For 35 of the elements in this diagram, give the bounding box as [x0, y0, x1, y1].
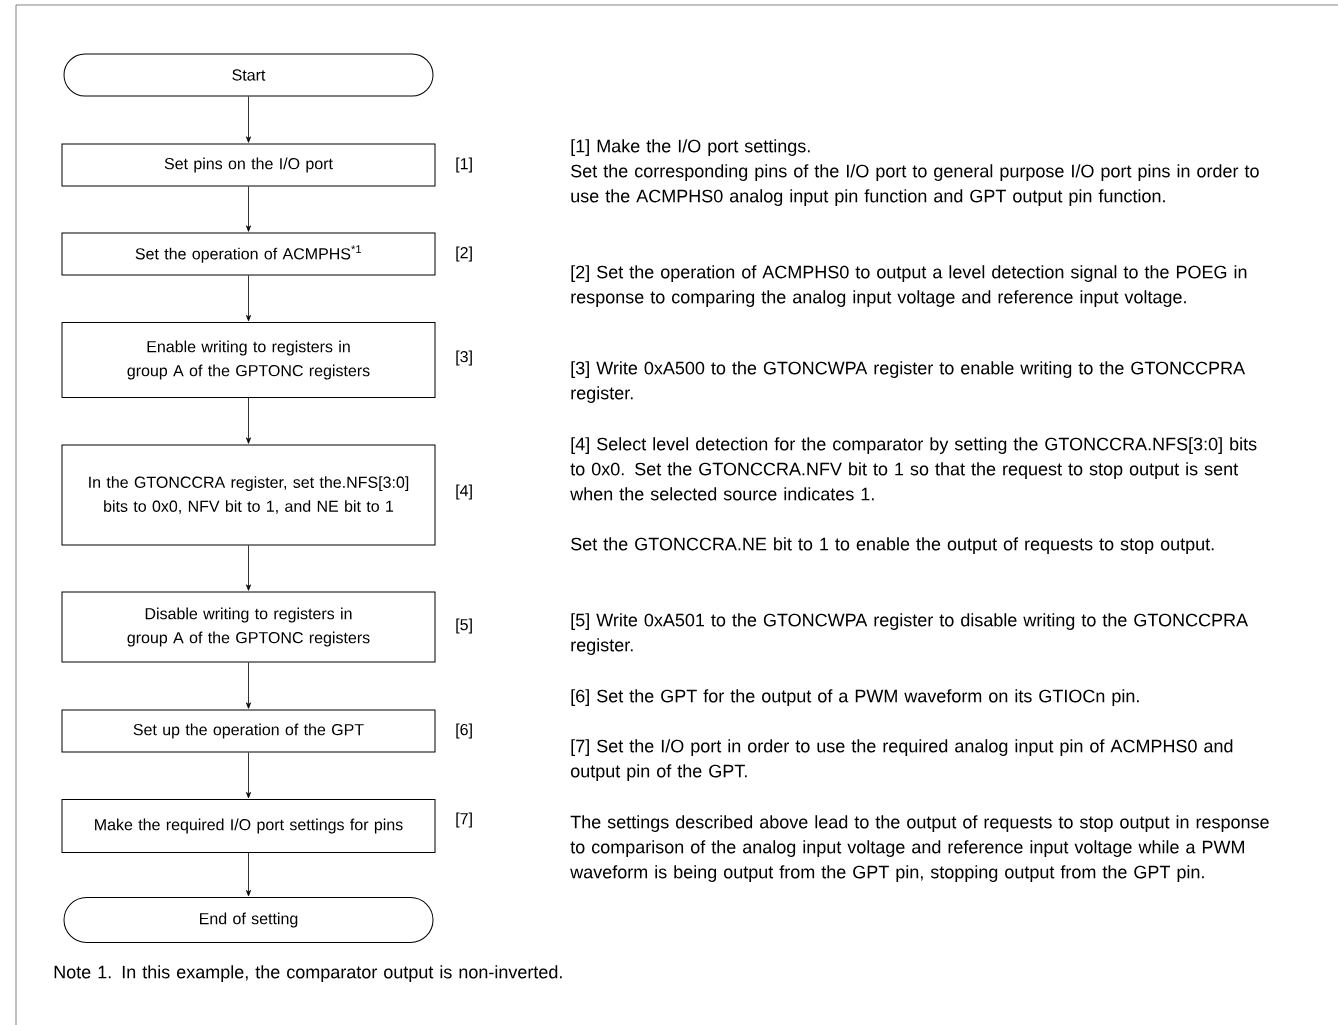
description-text: [1] Make the I/O port settings. [571, 139, 810, 156]
description-text: [3] Write 0xA500 to the GTONCWPA register to enable writing to the GTONCCPRA register. [571, 361, 1246, 403]
footnote: Note 1. In this example, the comparator output is non-inverted. [54, 965, 562, 982]
process-box: Set up the operation of the GPT [61, 709, 436, 753]
step-number: [3] [456, 350, 472, 366]
arrow [246, 545, 251, 591]
arrow [246, 186, 251, 232]
step-number: [2] [456, 246, 472, 262]
process-box: Make the required I/O port settings for pins [61, 799, 436, 853]
arrow [246, 662, 251, 709]
description-text: Set the GTONCCRA.NE bit to 1 to enable the output of requests to stop output. [571, 537, 1214, 554]
step-number: [1] [456, 157, 472, 173]
process-box: Disable writing to registers in group A of the GPTONC registers [61, 591, 436, 663]
process-box: Set pins on the I/O port [61, 143, 436, 187]
description-text: Set the corresponding pins of the I/O port to general purpose I/O port pins in order to use the ACMPHS0 analog input pin function and GPT output pin function. [571, 164, 1259, 206]
arrow [246, 275, 251, 322]
description-text: [5] Write 0xA501 to the GTONCWPA register to disable writing to the GTONCCPRA register. [571, 613, 1249, 655]
description-text: [6] Set the GPT for the output of a PWM waveform on its GTIOCn pin. [571, 689, 1139, 706]
arrow [246, 397, 251, 444]
step-number: [4] [456, 484, 472, 500]
arrow [246, 96, 251, 143]
arrow [246, 752, 251, 799]
terminal-box: End of setting [63, 897, 434, 943]
arrow [246, 852, 251, 897]
description-text: [7] Set the I/O port in order to use the required analog input pin of ACMPHS0 and output pin of the GPT. [570, 739, 1233, 781]
step-number: [6] [456, 723, 472, 739]
process-box: In the GTONCCRA register, set the.NFS[3:0] bits to 0x0, NFV bit to 1, and NE bit to 1 [61, 444, 436, 546]
process-box: Enable writing to registers in group A of the GPTONC registers [61, 322, 436, 398]
step-number: [5] [456, 618, 472, 634]
step-number: [7] [456, 812, 472, 828]
description-text: [4] Select level detection for the comparator by setting the GTONCCRA.NFS[3:0] bits to 0x0. Set the GTONCCRA.NFV bit to 1 so that the request to stop output is sent when the selected source indicates 1. [570, 437, 1257, 501]
description-text: [2] Set the operation of ACMPHS0 to output a level detection signal to the POEG in response to comparing the analog input voltage and reference input voltage. [571, 265, 1247, 307]
description-text: The settings described above lead to the output of requests to stop output in response to comparison of the analog input voltage and reference input voltage while a PWM waveform is being output from the GPT pin, stopping output from the GPT pin. [570, 815, 1269, 882]
process-box: Set the operation of ACMPHS$^{*1}$ [61, 232, 436, 276]
terminal-box: Start [63, 53, 434, 97]
